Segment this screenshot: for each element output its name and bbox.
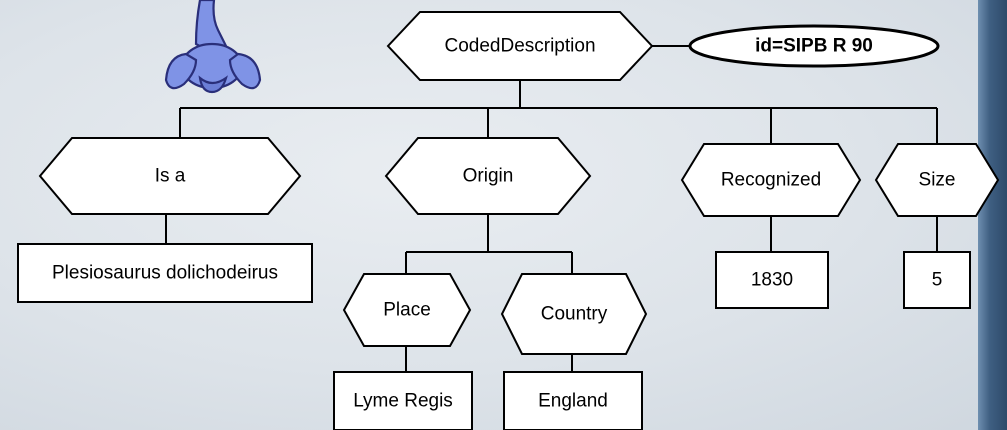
is-a-value-label: Plesiosaurus dolichodeirus	[52, 263, 278, 284]
root-node-label: CodedDescription	[444, 36, 595, 57]
size-value-box	[903, 251, 971, 309]
country-node-shape	[500, 273, 648, 355]
side-decoration-strip	[978, 0, 1007, 430]
root-node-shape	[386, 11, 654, 81]
size-node-label: Size	[919, 170, 956, 191]
country-value-box	[503, 371, 643, 430]
plesiosaur-mascot-icon	[164, 0, 262, 94]
is-a-node-shape	[38, 137, 302, 215]
place-node-shape	[342, 273, 472, 347]
id-label: id=SIPB R 90	[755, 36, 873, 57]
country-value-label: England	[538, 391, 608, 412]
country-node-label: Country	[541, 304, 608, 325]
size-node-shape	[874, 143, 1000, 217]
place-value-label: Lyme Regis	[353, 391, 453, 412]
place-value-box	[333, 371, 473, 430]
place-node-label: Place	[383, 300, 431, 321]
origin-node-label: Origin	[463, 166, 514, 187]
tree-connectors	[165, 45, 938, 372]
id-ellipse-shape	[688, 24, 940, 68]
size-value-label: 5	[932, 270, 943, 291]
is-a-node-label: Is a	[155, 166, 186, 187]
recognized-value-box	[715, 251, 829, 309]
is-a-value-box	[17, 243, 313, 303]
recognized-value-label: 1830	[751, 270, 793, 291]
origin-node-shape	[384, 137, 592, 215]
recognized-node-label: Recognized	[721, 170, 821, 191]
recognized-node-shape	[680, 143, 862, 217]
